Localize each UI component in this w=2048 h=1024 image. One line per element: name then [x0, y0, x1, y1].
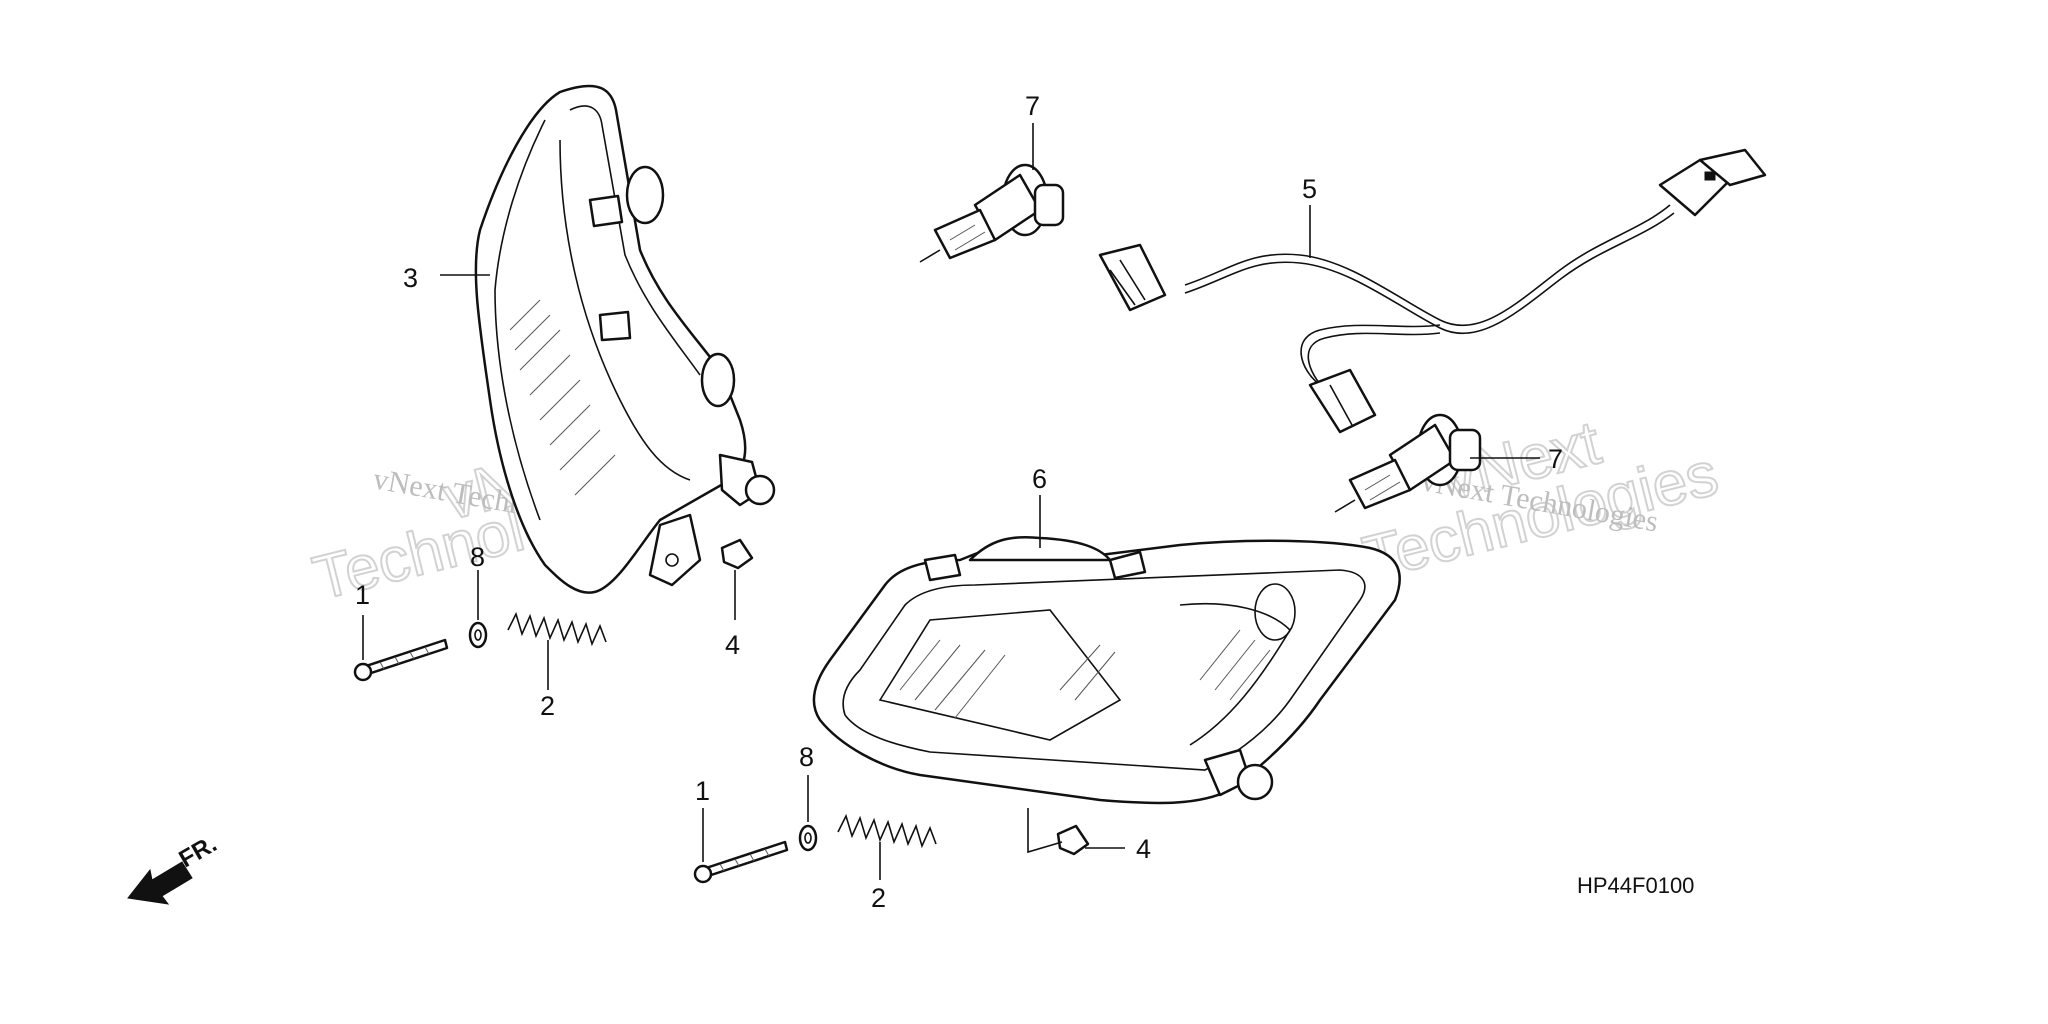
- callout-4-right: 4: [1136, 834, 1151, 864]
- callout-7-lower: 7: [1548, 444, 1563, 474]
- wire-harness: [1098, 148, 1767, 434]
- spring-right: [837, 813, 937, 849]
- callout-1-right: 1: [695, 776, 710, 806]
- callout-1-left: 1: [355, 580, 370, 610]
- callout-5: 5: [1302, 174, 1317, 204]
- callout-2-right: 2: [871, 883, 886, 913]
- callout-3: 3: [403, 263, 418, 293]
- front-direction-arrow: FR.: [127, 830, 221, 905]
- callout-7-upper: 7: [1025, 91, 1040, 121]
- callout-8-right: 8: [799, 742, 814, 772]
- screw-right: [693, 840, 789, 884]
- leader-lines: [362, 123, 1540, 880]
- washer-right: [798, 824, 818, 852]
- callout-8-left: 8: [470, 542, 485, 572]
- nut-right: [1056, 824, 1090, 856]
- side-lamp-housing: [474, 84, 776, 594]
- callout-4-left: 4: [725, 630, 740, 660]
- bulb-lower: [1334, 413, 1482, 513]
- screw-left: [353, 638, 449, 682]
- headlight-assembly: [812, 536, 1401, 805]
- spring-left: [507, 611, 607, 647]
- watermark-right: vNext Technologies vNext Technologies: [1356, 407, 1726, 594]
- washer-left: [468, 621, 488, 649]
- nut-left: [720, 538, 754, 570]
- callout-numbers: 3 1 2 8 4 7 5 6 7 1 8 2 4: [355, 91, 1563, 913]
- bulb-upper: [919, 163, 1065, 263]
- diagram-code: HP44F0100: [1577, 873, 1694, 898]
- callout-2-left: 2: [540, 691, 555, 721]
- callout-6: 6: [1032, 464, 1047, 494]
